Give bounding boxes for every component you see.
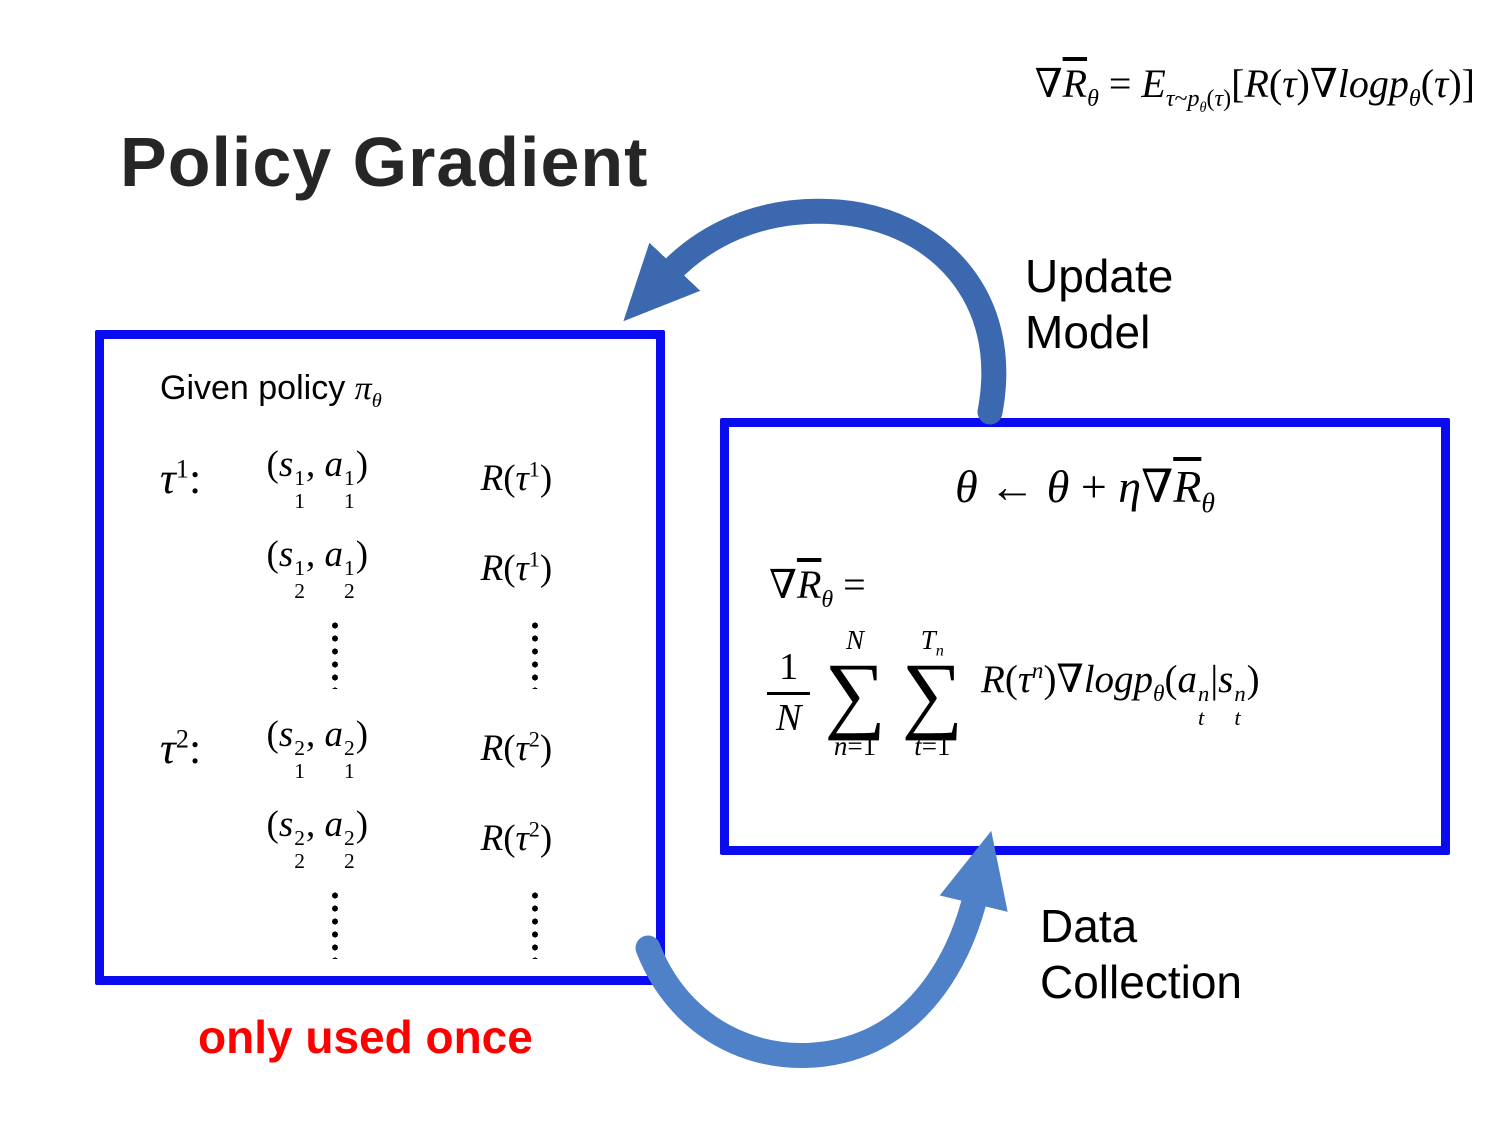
- sum-upper-limit: N: [846, 625, 865, 655]
- update-rule-formula: θ ← θ + η∇Rθ: [955, 461, 1215, 519]
- vertical-dots-icon: [330, 618, 339, 689]
- page-title: Policy Gradient: [120, 123, 649, 201]
- fraction-one-over-n: 1 N: [767, 646, 811, 740]
- reward-value: R(τ1): [480, 456, 553, 499]
- sigma-glyph: ∑: [901, 645, 963, 742]
- vertical-dots-icon: [530, 618, 539, 689]
- sum-over-t: Tn ∑ t=1: [900, 625, 965, 762]
- sum-upper-limit: Tn: [920, 625, 944, 660]
- vertical-dots-icon: [530, 888, 539, 959]
- reward-value: R(τ2): [480, 726, 553, 769]
- fraction-denominator: N: [767, 691, 811, 740]
- given-policy-label: Given policy πθ: [160, 369, 382, 412]
- policy-gradient-formula: ∇Rθ = Eτ~pθ(τ)[R(τ)∇logpθ(τ)]: [1034, 61, 1475, 116]
- reward-value: R(τ2): [480, 816, 553, 859]
- data-collection-arrow: [635, 830, 1008, 1069]
- reward-value: R(τ1): [480, 546, 553, 589]
- data-collection-label: Data Collection: [1040, 900, 1242, 1009]
- gradient-lhs-formula: ∇Rθ =: [769, 562, 866, 613]
- sum-over-n: N ∑ n=1: [822, 625, 887, 762]
- tau-label: τ2:: [160, 722, 202, 773]
- sum-lower-limit: n=1: [833, 730, 877, 761]
- update-model-arrow: [623, 198, 1007, 425]
- tau-label: τ1:: [160, 452, 202, 503]
- update-model-label: Update Model: [1025, 250, 1174, 359]
- model-update-box: θ ← θ + η∇Rθ ∇Rθ = 1 N N ∑ n=1 Tn ∑ t=1 …: [720, 418, 1450, 855]
- sigma-glyph: ∑: [824, 645, 886, 742]
- sum-lower-limit: t=1: [914, 730, 951, 761]
- fraction-numerator: 1: [779, 646, 799, 688]
- trajectory-row-ellipsis: [160, 613, 648, 703]
- only-used-once-note: only used once: [198, 1011, 533, 1063]
- trajectory-row-ellipsis: [160, 883, 648, 973]
- vertical-dots-icon: [330, 888, 339, 959]
